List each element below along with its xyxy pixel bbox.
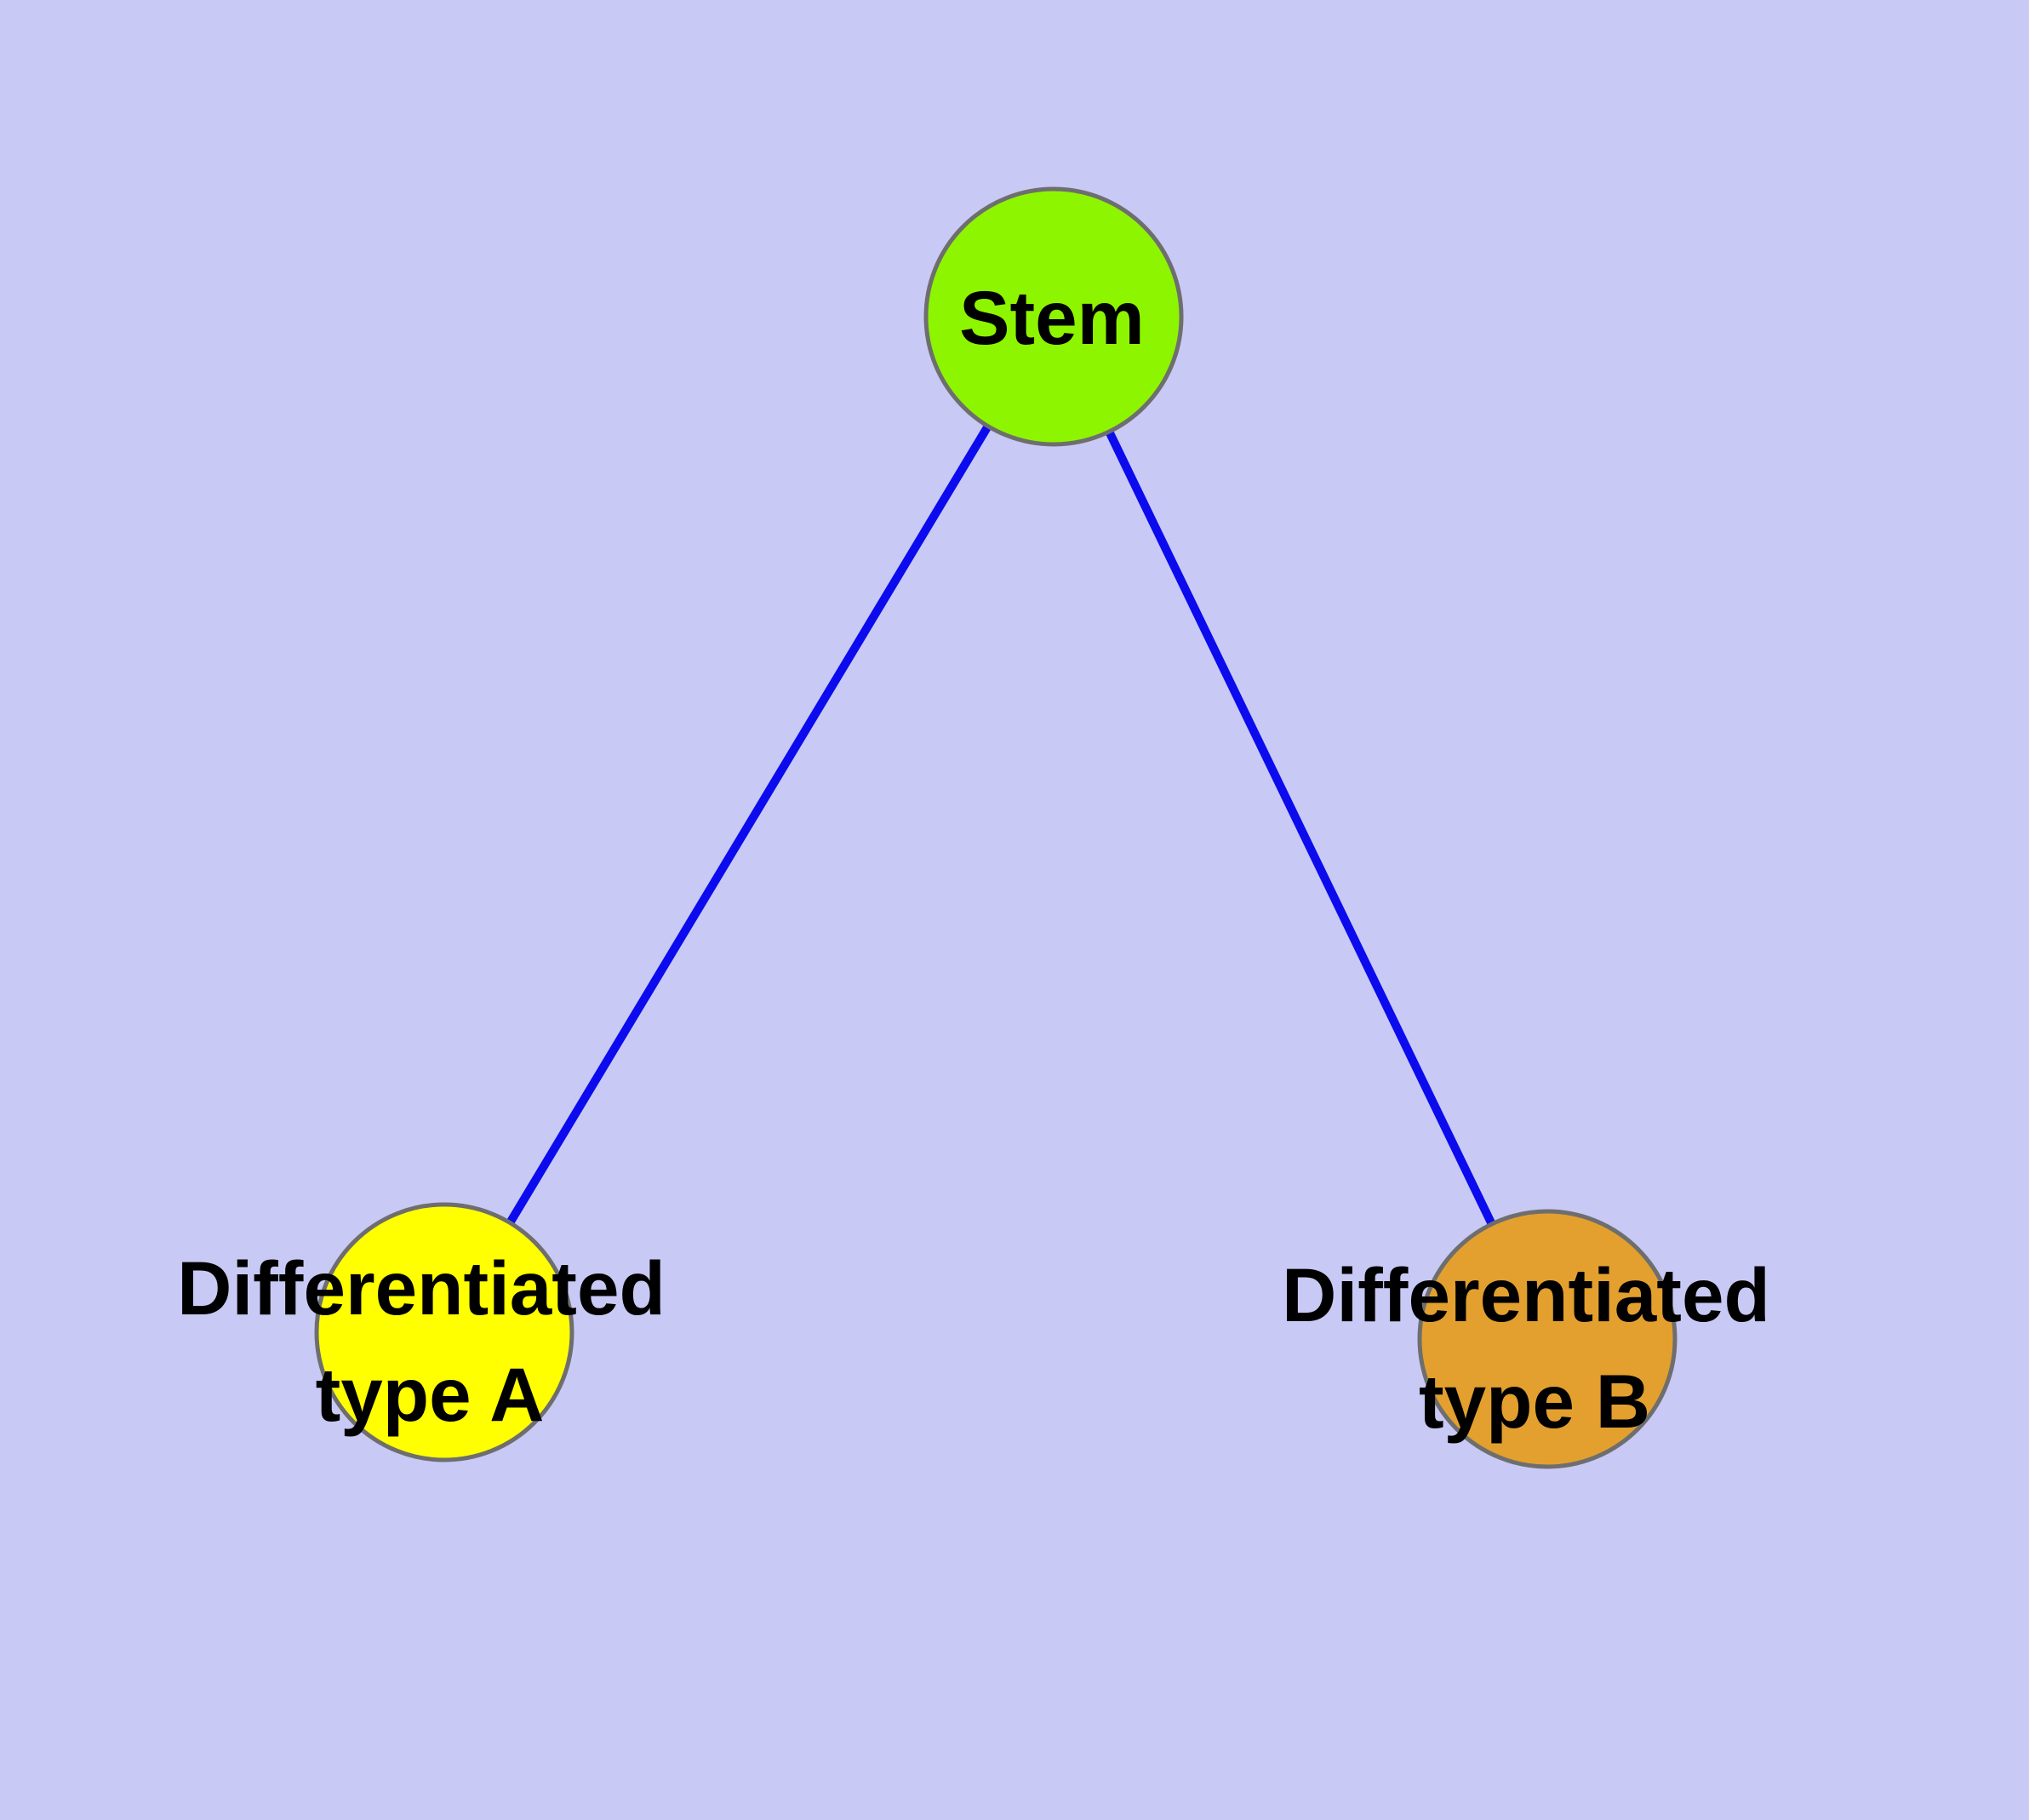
node-stem-circle — [923, 186, 1184, 447]
edge-stem-to-type-a — [440, 314, 1058, 1335]
node-type-b-label-line1: Differentiated — [1282, 1252, 1770, 1337]
node-differentiated-type-a-circle — [314, 1202, 574, 1462]
node-differentiated-type-b-circle — [1417, 1209, 1677, 1469]
edge-stem-to-type-b — [1049, 314, 1552, 1342]
node-type-b-label-line2: type B — [1419, 1359, 1650, 1444]
node-stem-label: Stem — [959, 275, 1145, 360]
node-type-a-label-line2: type A — [316, 1352, 545, 1437]
node-type-a-label-line1: Differentiated — [177, 1245, 666, 1331]
